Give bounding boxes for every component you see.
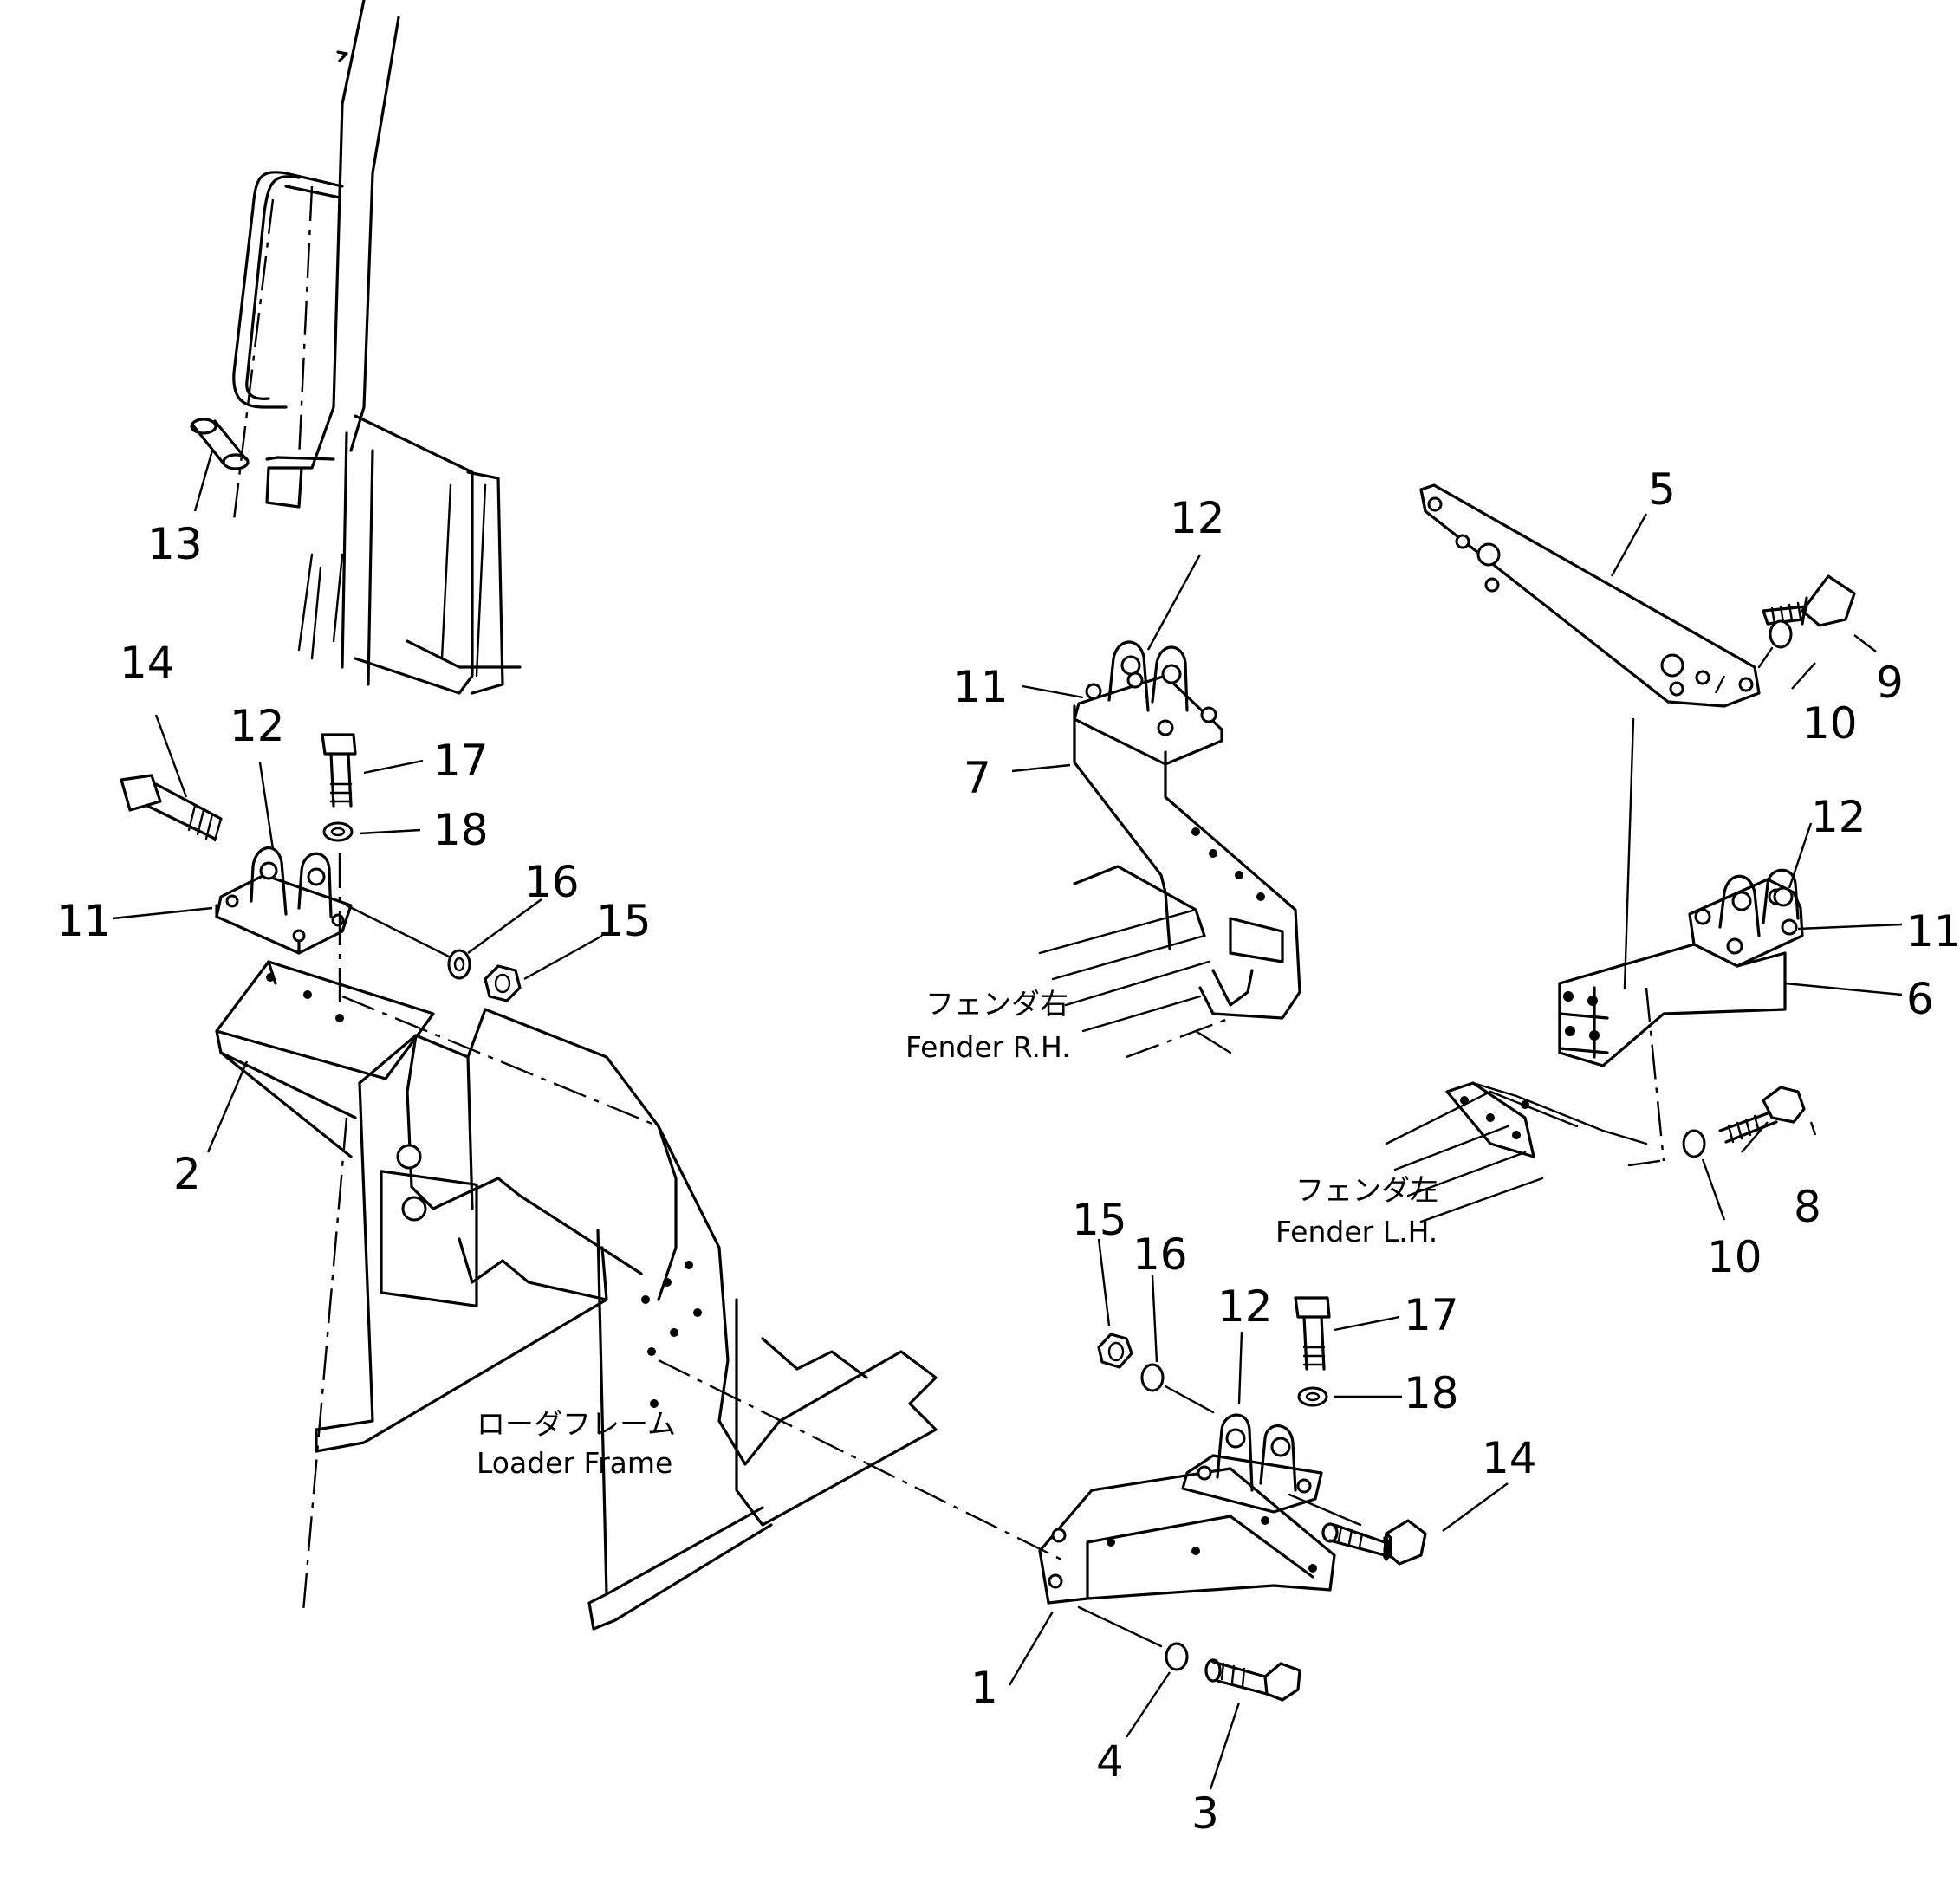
caption-fender-rh-jp: フェンダ右 (925, 987, 1068, 1021)
bolt-14-bottom (1321, 1519, 1427, 1566)
bolt-14-left (120, 774, 223, 842)
callout-4: 4 (1096, 1736, 1124, 1787)
captions: ローダフレーム Loader Frame フェンダ右 Fender R.H. フ… (477, 987, 1438, 1480)
pin-13 (190, 418, 250, 470)
callout-11-rh: 11 (953, 662, 1009, 712)
callout-11-left: 11 (56, 896, 112, 946)
bolt-3 (1204, 1658, 1301, 1702)
callout-6: 6 (1906, 974, 1934, 1024)
callout-12-left: 12 (230, 701, 285, 751)
fender-rh-bracket (1038, 640, 1301, 1059)
loader-frame (215, 960, 938, 1631)
callout-11-lh: 11 (1906, 906, 1960, 957)
callout-3: 3 (1191, 1788, 1219, 1839)
leader-lines (112, 450, 1903, 1790)
callout-14-bottom: 14 (1482, 1433, 1537, 1483)
callout-10-bottom: 10 (1707, 1232, 1762, 1282)
caption-fender-rh-en: Fender R.H. (905, 1030, 1071, 1064)
lift-arm (190, 0, 522, 695)
callout-5: 5 (1648, 464, 1676, 515)
callout-15-bottom: 15 (1072, 1195, 1127, 1245)
callouts: 13 14 12 17 18 11 16 15 2 12 11 7 5 9 10… (56, 464, 1960, 1839)
callout-12-bottom: 12 (1217, 1281, 1273, 1332)
caption-fender-lh-jp: フェンダ左 (1295, 1173, 1438, 1207)
callout-18-left: 18 (433, 805, 489, 855)
callout-12-rh: 12 (1170, 493, 1225, 543)
callout-10-top: 10 (1802, 698, 1858, 749)
bottom-mount-assembly (1038, 1296, 1427, 1702)
callout-15-left: 15 (596, 896, 652, 946)
plate-5 (1419, 483, 1856, 989)
centerline-frame-to-bottom-mount-2 (658, 1359, 1062, 1561)
callout-17-bottom: 17 (1404, 1290, 1459, 1340)
bolt-8 (1718, 1086, 1806, 1144)
callout-16-left: 16 (524, 857, 580, 907)
callout-18-bottom: 18 (1404, 1368, 1459, 1418)
callout-8: 8 (1794, 1182, 1821, 1232)
caption-loader-frame-jp: ローダフレーム (477, 1407, 676, 1441)
left-mount-assembly (120, 733, 522, 1005)
callout-2: 2 (173, 1149, 201, 1199)
callout-12-lh: 12 (1811, 792, 1866, 842)
callout-17-left: 17 (433, 736, 489, 786)
fender-lh-bracket (1385, 868, 1806, 1223)
callout-1: 1 (970, 1663, 998, 1713)
callout-9: 9 (1876, 658, 1904, 708)
bolt-9 (1762, 574, 1856, 627)
caption-fender-lh-en: Fender L.H. (1275, 1215, 1438, 1249)
callout-13: 13 (147, 519, 203, 569)
bolt-17-bottom (1294, 1296, 1331, 1371)
callout-14-left: 14 (120, 638, 175, 688)
centerline-fender-lh (1645, 987, 1665, 1162)
callout-16-bottom: 16 (1133, 1229, 1188, 1280)
bolt-17-left (321, 733, 357, 808)
caption-loader-frame-en: Loader Frame (477, 1446, 672, 1480)
callout-7: 7 (964, 753, 991, 803)
washer-10-bottom (1682, 1129, 1706, 1158)
washer-10-top (1769, 619, 1793, 649)
